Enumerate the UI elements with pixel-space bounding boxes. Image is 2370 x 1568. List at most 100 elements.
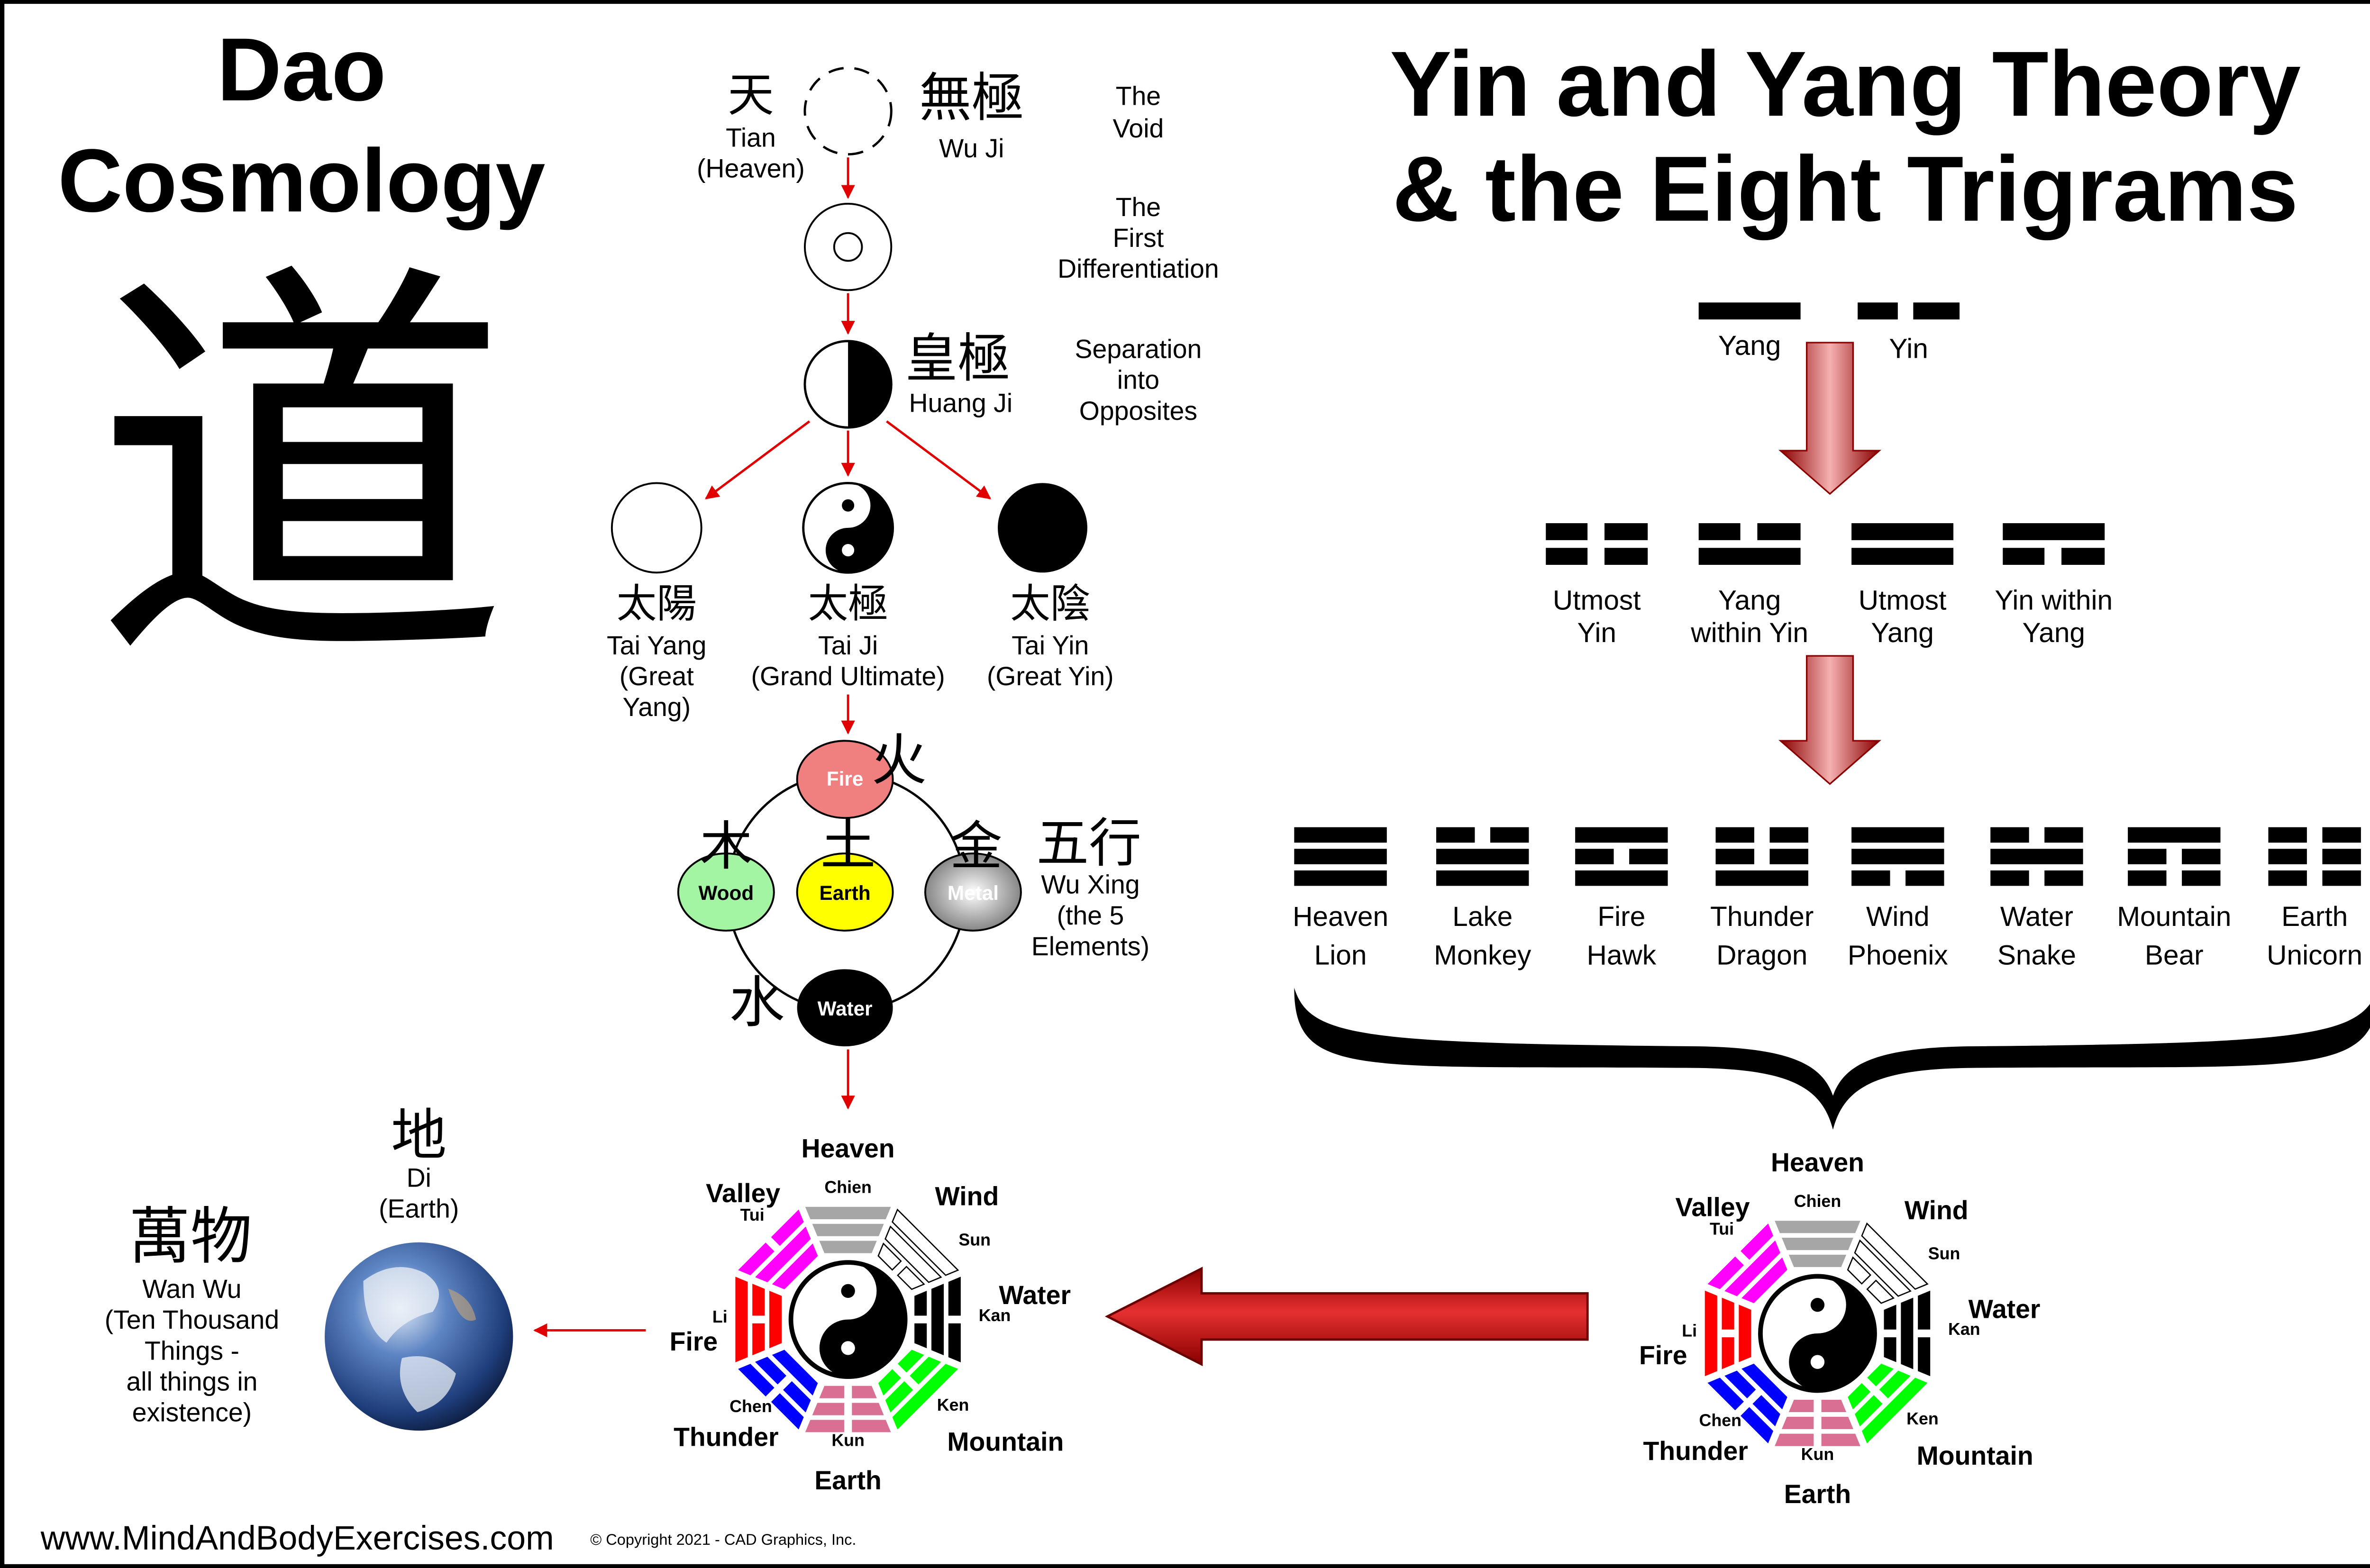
solid-line xyxy=(1861,1222,1929,1290)
solid-line xyxy=(1294,849,1387,864)
trigram-name-label: Ken xyxy=(937,1396,969,1414)
broken-line xyxy=(812,1403,844,1415)
trigram-name-label: Li xyxy=(1682,1321,1697,1340)
trigram-sector-kan xyxy=(914,1277,961,1362)
title-dao: Dao xyxy=(217,20,386,120)
broken-line xyxy=(1866,1279,1895,1304)
solid-line xyxy=(1715,870,1808,886)
broken-line xyxy=(1436,827,1475,843)
bigram-label: Yang xyxy=(1718,585,1781,616)
solid-line xyxy=(1788,1254,1847,1267)
solid-line xyxy=(2003,523,2105,540)
broken-line xyxy=(783,1381,811,1413)
solid-line xyxy=(1724,1240,1780,1296)
void-label: The xyxy=(1116,81,1161,110)
solid-line xyxy=(1741,1363,1787,1410)
trigram-name-label: Sun xyxy=(1928,1244,1960,1263)
broken-line xyxy=(897,1350,924,1373)
water-label: Water xyxy=(818,997,873,1020)
broken-line xyxy=(805,1420,844,1432)
taiji-cjk: 太極 xyxy=(808,580,888,627)
trigram-name-label: Ken xyxy=(1906,1409,1939,1428)
copyright-text: © Copyright 2021 - CAD Graphics, Inc. xyxy=(590,1531,856,1548)
trigram-sector-chen xyxy=(738,1350,818,1430)
broken-line xyxy=(2322,870,2361,886)
broken-line xyxy=(1707,1256,1744,1289)
broken-line xyxy=(1752,1395,1780,1427)
broken-line xyxy=(2322,827,2361,843)
trigram-sector-sun xyxy=(877,1208,959,1290)
trigram-element-label: Fire xyxy=(670,1327,718,1356)
trigram-label: Earth xyxy=(2281,901,2348,932)
yin-yang-lines: Yang Yin xyxy=(1698,302,1960,364)
wuxing-cjk: 五行 xyxy=(1036,813,1141,874)
wuji-cjk: 無極 xyxy=(919,67,1024,128)
broken-line xyxy=(2322,849,2361,864)
wuxing-label: (the 5 xyxy=(1057,901,1124,930)
website-link[interactable]: www.MindAndBodyExercises.com xyxy=(40,1519,554,1557)
broken-line xyxy=(914,1290,927,1316)
first-diff-label: First xyxy=(1113,223,1164,253)
trigram-sector-li xyxy=(1705,1290,1751,1377)
separation-label: Separation xyxy=(1075,335,1202,364)
solid-line xyxy=(819,1241,877,1253)
trigram-name-label: Kan xyxy=(979,1306,1011,1325)
broken-line xyxy=(1775,1433,1814,1446)
wuxing-label: Wu Xing xyxy=(1041,870,1139,899)
trigram-element-label: Thunder xyxy=(674,1423,778,1452)
trigram-label: Water xyxy=(2000,901,2073,932)
taiji-yinyang-icon xyxy=(802,481,894,574)
solid-line xyxy=(1781,1238,1853,1251)
fire-label: Fire xyxy=(827,768,864,790)
solid-line xyxy=(1741,1257,1787,1304)
yang-label: Yang xyxy=(1718,330,1781,361)
wanwu-label: (Ten Thousand xyxy=(105,1305,279,1334)
trigram-label: Dragon xyxy=(1716,940,1807,971)
earth-element xyxy=(796,852,894,932)
broken-line xyxy=(897,1266,925,1290)
earth-cjk: 土 xyxy=(820,813,876,878)
wood-element xyxy=(677,852,775,932)
solid-line xyxy=(1861,1378,1928,1443)
broken-line xyxy=(910,1357,941,1385)
wood-label: Wood xyxy=(698,882,754,904)
trigram-sector-chien xyxy=(805,1206,891,1253)
broken-line xyxy=(1884,1337,1896,1362)
taiyin-label: (Great Yin) xyxy=(987,662,1114,691)
broken-line xyxy=(2044,827,2083,843)
title-cosmology: Cosmology xyxy=(58,131,545,231)
solid-line xyxy=(755,1226,811,1283)
water-cjk: 水 xyxy=(729,970,784,1035)
solid-line xyxy=(1294,827,1387,843)
fire-cjk: 火 xyxy=(871,728,927,793)
trigram-element-label: Fire xyxy=(1639,1341,1687,1370)
trigram-sector-kan xyxy=(1884,1290,1931,1377)
bigram-label: Yang xyxy=(2022,617,2085,648)
solid-line xyxy=(1851,849,1944,864)
big-arrow-down-1 xyxy=(1778,342,1882,495)
trigram-label: Snake xyxy=(1997,940,2076,971)
trigram-element-label: Heaven xyxy=(1771,1148,1864,1177)
tian-cjk: 天 xyxy=(728,68,774,122)
title-yin-yang: Yin and Yang Theory xyxy=(1390,32,2301,136)
trigram-sector-chien xyxy=(1775,1221,1860,1267)
trigram-label: Heaven xyxy=(1293,901,1388,932)
trigram-element-label: Heaven xyxy=(802,1134,895,1163)
broken-line xyxy=(2044,870,2083,886)
bigram-label: Yang xyxy=(1871,617,1934,648)
earth-label: Earth xyxy=(820,882,871,904)
broken-line xyxy=(1781,1416,1814,1429)
di-name: Di xyxy=(407,1163,431,1193)
broken-line xyxy=(1546,523,1588,540)
solid-line xyxy=(812,1224,884,1236)
solid-line xyxy=(1575,870,1668,886)
trigram-name-label: Tui xyxy=(740,1205,765,1224)
broken-line xyxy=(2268,827,2307,843)
trigram-sector-kun xyxy=(805,1386,891,1432)
bigram-label: within Yin xyxy=(1690,617,1808,648)
wanwu-label: Wan Wu xyxy=(142,1274,241,1304)
broken-line xyxy=(1575,849,1614,864)
